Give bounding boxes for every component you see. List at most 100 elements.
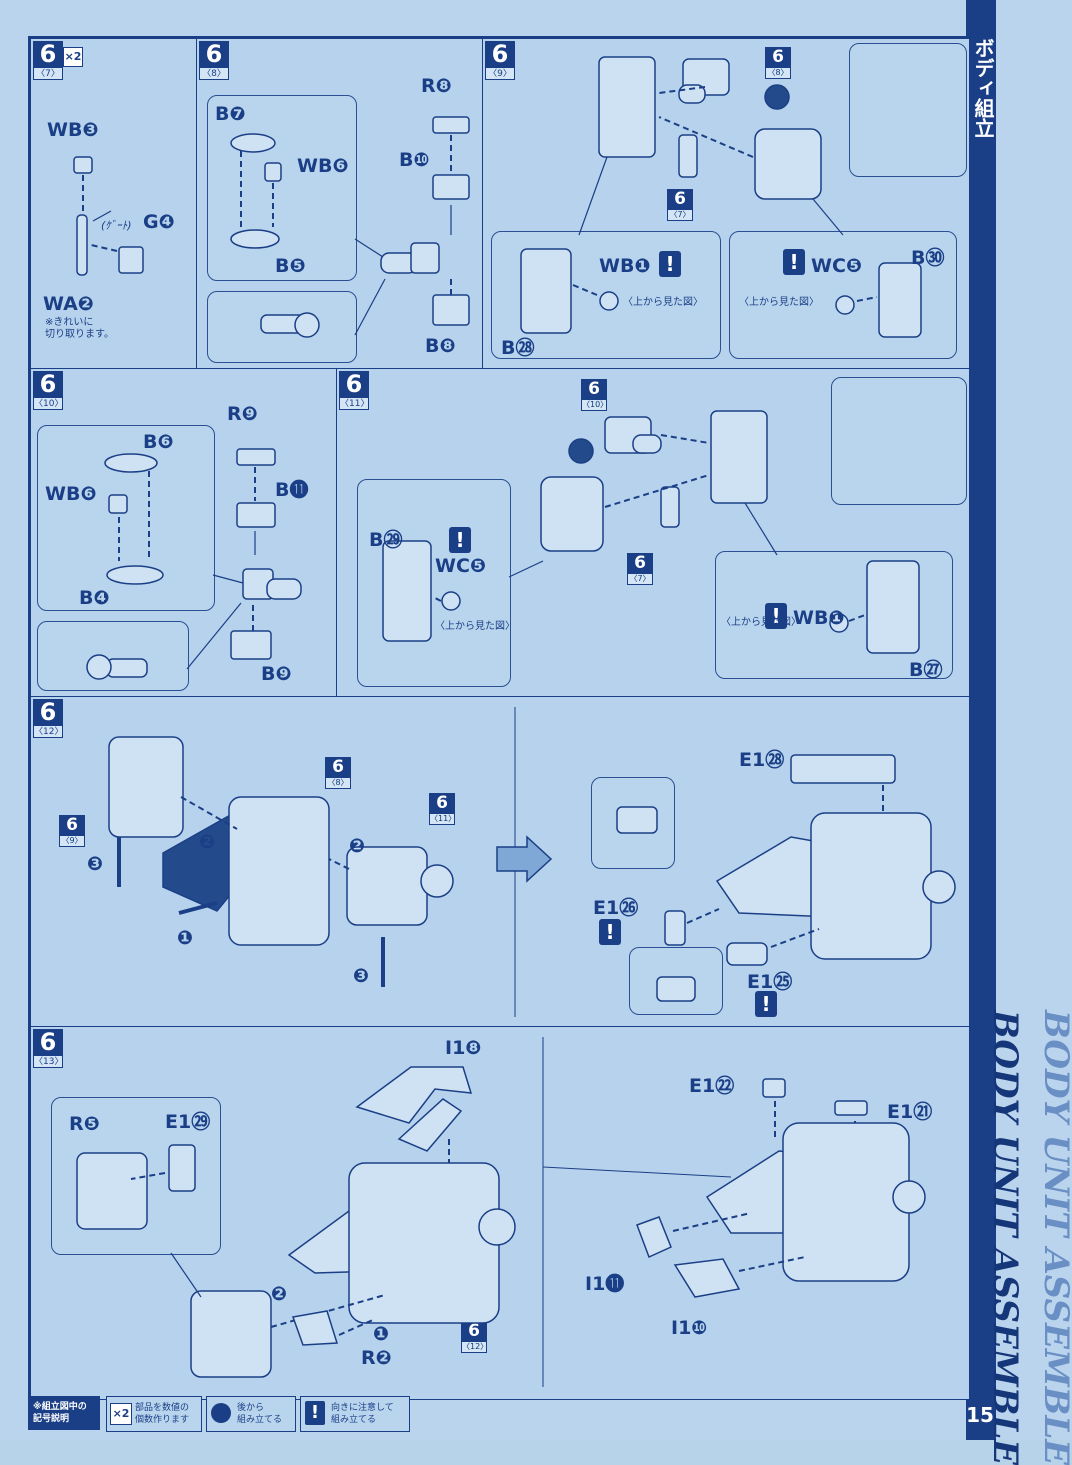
part-label: WB❻ — [297, 155, 349, 177]
part-label: B❿ — [399, 149, 430, 171]
part-label: B㉘ — [501, 337, 535, 359]
step-12-drawing — [108, 707, 956, 1017]
x2-icon: ×2 — [63, 47, 83, 67]
orientation-warning-icon: ! — [659, 251, 681, 277]
step-9-badge: 6 〈9〉 — [485, 41, 515, 81]
orientation-warning-icon: ! — [449, 527, 471, 553]
orientation-warning-icon: ! — [599, 919, 621, 945]
page-number: 15 — [966, 1403, 994, 1427]
step-8-result-box — [207, 291, 357, 363]
part-label: B❺ — [275, 255, 306, 277]
part-label: I1⓫ — [585, 1273, 625, 1295]
top-view-label: 〈上から見た図〉 — [435, 621, 515, 632]
part-label: B❽ — [425, 335, 456, 357]
part-label: WB❶ — [793, 607, 845, 629]
part-label: B❻ — [143, 431, 174, 453]
step-13-panel: 6 〈13〉 6〈12〉 — [30, 1026, 970, 1400]
part-label: B❼ — [215, 103, 246, 125]
part-label: E1㉙ — [165, 1111, 211, 1133]
top-view-label: 〈上から見た図〉 — [739, 297, 819, 308]
step-9-drawing — [520, 56, 922, 338]
legend-rear: 後から 組み立てる — [206, 1396, 296, 1432]
warning-icon: ! — [305, 1401, 325, 1425]
part-label: WB❸ — [47, 119, 99, 141]
step-10-badge: 6 〈10〉 — [33, 370, 64, 410]
part-label: B❾ — [261, 663, 292, 685]
step-13-drawing — [76, 1037, 926, 1387]
step-8-subassembly-box — [207, 95, 357, 281]
step-8-panel: 6 〈8〉 — [196, 38, 484, 370]
step-12-panel: 6 〈12〉 6〈9〉 6〈8〉 6〈11〉 — [30, 696, 970, 1028]
step-ref-9: 6〈9〉 — [59, 815, 85, 847]
step-ref-10: 6〈10〉 — [581, 379, 609, 411]
legend-rear-text: 後から 組み立てる — [237, 1403, 283, 1425]
steps-frame: 6 〈7〉 ×2 WB❸ G❹ WA❷ (ｹﾞｰﾄ) ※きれいに 切り取ります。… — [28, 36, 970, 1400]
section-title-en: BODY UNIT ASSEMBLE — [985, 1010, 1025, 1465]
step-8-drawing — [230, 116, 470, 338]
part-label: WB❻ — [45, 483, 97, 505]
x2-icon: ×2 — [110, 1403, 132, 1425]
part-label: B㉗ — [909, 659, 943, 681]
cut-note: ※きれいに 切り取ります。 — [45, 317, 114, 340]
part-label: B㉚ — [911, 247, 945, 269]
step-11-drawing — [382, 410, 920, 654]
part-label: B⓫ — [275, 479, 309, 501]
part-label: B㉙ — [369, 529, 403, 551]
order-marker: ❶ — [177, 927, 194, 949]
step-11-panel: 6 〈11〉 6〈10〉 6〈7〉 — [336, 368, 970, 698]
part-label: E1㉑ — [887, 1101, 933, 1123]
step-12-badge: 6 〈12〉 — [33, 698, 64, 738]
part-label: WC❺ — [811, 255, 862, 277]
section-title-en-echo: BODY UNIT ASSEMBLE — [1036, 1010, 1072, 1465]
legend-title: ※組立図中の 記号説明 — [28, 1396, 100, 1430]
step-ref-8: 6〈8〉 — [765, 47, 791, 79]
part-label: WB❶ — [599, 255, 651, 277]
orientation-warning-icon: ! — [765, 603, 787, 629]
legend-x2: ×2 部品を数値の 個数作ります — [106, 1396, 202, 1432]
step-11-reference-box — [831, 377, 967, 505]
part-label: WA❷ — [43, 293, 94, 315]
step-9-panel: 6 〈9〉 6〈8〉 6〈7〉 — [482, 38, 970, 370]
part-label: I1❿ — [671, 1317, 708, 1339]
part-label: R❷ — [361, 1347, 392, 1369]
order-marker: ❷ — [199, 831, 216, 853]
step-ref-7: 6〈7〉 — [667, 189, 693, 221]
step-11-badge: 6 〈11〉 — [339, 370, 370, 410]
step-7-badge: 6 〈7〉 — [33, 41, 63, 81]
gate-label: (ｹﾞｰﾄ) — [101, 219, 132, 232]
step-ref-12: 6〈12〉 — [461, 1321, 489, 1353]
step-9-reference-box — [849, 43, 967, 177]
step-10-drawing — [86, 448, 302, 680]
order-marker: ❶ — [373, 1323, 390, 1345]
step-13-badge: 6 〈13〉 — [33, 1028, 64, 1068]
rear-assembly-icon — [211, 1403, 231, 1423]
part-label: B❹ — [79, 587, 110, 609]
step-8-badge: 6 〈8〉 — [199, 41, 229, 81]
part-label: R❺ — [69, 1113, 100, 1135]
legend-warning: ! 向きに注意して 組み立てる — [300, 1396, 410, 1432]
step-ref-11: 6〈11〉 — [429, 793, 457, 825]
orientation-warning-icon: ! — [755, 991, 777, 1017]
order-marker: ❸ — [87, 853, 104, 875]
part-label: R❽ — [421, 75, 452, 97]
step-ref-8: 6〈8〉 — [325, 757, 351, 789]
order-marker: ❷ — [349, 835, 366, 857]
step-ref-7: 6〈7〉 — [627, 553, 653, 585]
sidebar-band — [966, 0, 996, 1440]
legend-warning-text: 向きに注意して 組み立てる — [331, 1403, 394, 1425]
order-marker: ❸ — [353, 965, 370, 987]
part-label: R❾ — [227, 403, 258, 425]
part-label: G❹ — [143, 211, 175, 233]
legend-x2-text: 部品を数値の 個数作ります — [135, 1403, 190, 1425]
step-7-drawing — [73, 156, 144, 276]
top-view-label: 〈上から見た図〉 — [623, 297, 703, 308]
part-label: E1㉘ — [739, 749, 785, 771]
step-10-panel: 6 〈10〉 — [30, 368, 338, 698]
step-7-panel: 6 〈7〉 ×2 WB❸ G❹ WA❷ (ｹﾞｰﾄ) ※きれいに 切り取ります。 — [30, 38, 198, 370]
step-10-result-box — [37, 621, 189, 691]
part-label: WC❺ — [435, 555, 486, 577]
section-title-jp: ボディ組立 — [971, 38, 995, 138]
part-label: E1㉖ — [593, 897, 639, 919]
symbol-legend: ※組立図中の 記号説明 ×2 部品を数値の 個数作ります 後から 組み立てる !… — [28, 1396, 410, 1432]
